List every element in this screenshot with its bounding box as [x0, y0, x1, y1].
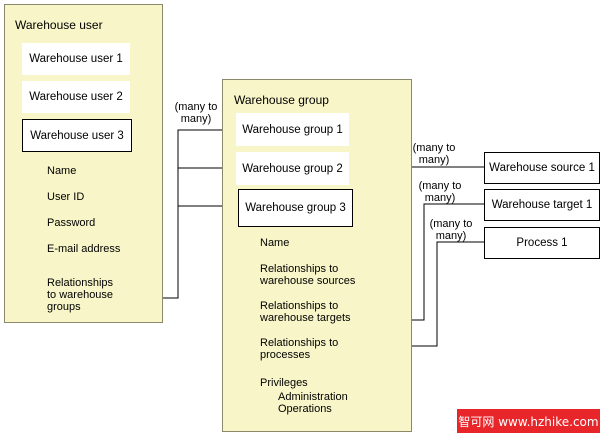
- warehouse-group-3[interactable]: Warehouse group 3: [238, 189, 353, 227]
- group-priv-administration: Administration: [278, 391, 348, 403]
- warehouse-target-1[interactable]: Warehouse target 1: [484, 189, 600, 221]
- group-rel-processes-2: processes: [260, 349, 311, 361]
- cardinality-user-group-2: many): [180, 113, 212, 125]
- user-rel-groups-3: groups: [47, 301, 81, 313]
- group-attr-name: Name: [260, 237, 290, 249]
- warehouse-user-1[interactable]: Warehouse user 1: [22, 43, 130, 75]
- warehouse-group-title: Warehouse group: [234, 93, 329, 107]
- warehouse-user-3[interactable]: Warehouse user 3: [22, 119, 132, 152]
- group-privileges: Privileges: [260, 377, 308, 389]
- user-attr-email: E-mail address: [47, 243, 121, 255]
- group-rel-targets-2: warehouse targets: [260, 312, 351, 324]
- warehouse-group-1[interactable]: Warehouse group 1: [236, 113, 349, 146]
- cardinality-target-2: many): [424, 192, 456, 204]
- warehouse-source-1[interactable]: Warehouse source 1: [484, 152, 600, 184]
- user-group1-connector: [152, 129, 236, 299]
- group-rel-targets-1: Relationships to: [260, 300, 339, 312]
- user-rel-groups-1: Relationships: [47, 277, 114, 289]
- cardinality-source-1: (many to: [412, 142, 456, 154]
- cardinality-user-group-1: (many to: [174, 101, 218, 113]
- group-rel-sources-2: warehouse sources: [260, 275, 356, 287]
- process-1[interactable]: Process 1: [484, 227, 600, 259]
- group-priv-operations: Operations: [278, 403, 332, 415]
- user-attr-password: Password: [47, 217, 96, 229]
- warehouse-user-2[interactable]: Warehouse user 2: [22, 81, 130, 113]
- user-attr-user-id: User ID: [47, 191, 85, 203]
- site-watermark: 智可网 www.hzhike.com: [457, 409, 600, 433]
- cardinality-target-1: (many to: [418, 180, 462, 192]
- warehouse-group-2[interactable]: Warehouse group 2: [236, 152, 349, 185]
- cardinality-process-2: many): [435, 230, 467, 242]
- cardinality-source-2: many): [418, 154, 450, 166]
- warehouse-user-title: Warehouse user: [15, 18, 103, 32]
- cardinality-process-1: (many to: [429, 218, 473, 230]
- group-rel-sources-1: Relationships to: [260, 263, 339, 275]
- group-rel-processes-1: Relationships to: [260, 337, 339, 349]
- user-attr-name: Name: [47, 165, 77, 177]
- user-rel-groups-2: to warehouse: [47, 289, 114, 301]
